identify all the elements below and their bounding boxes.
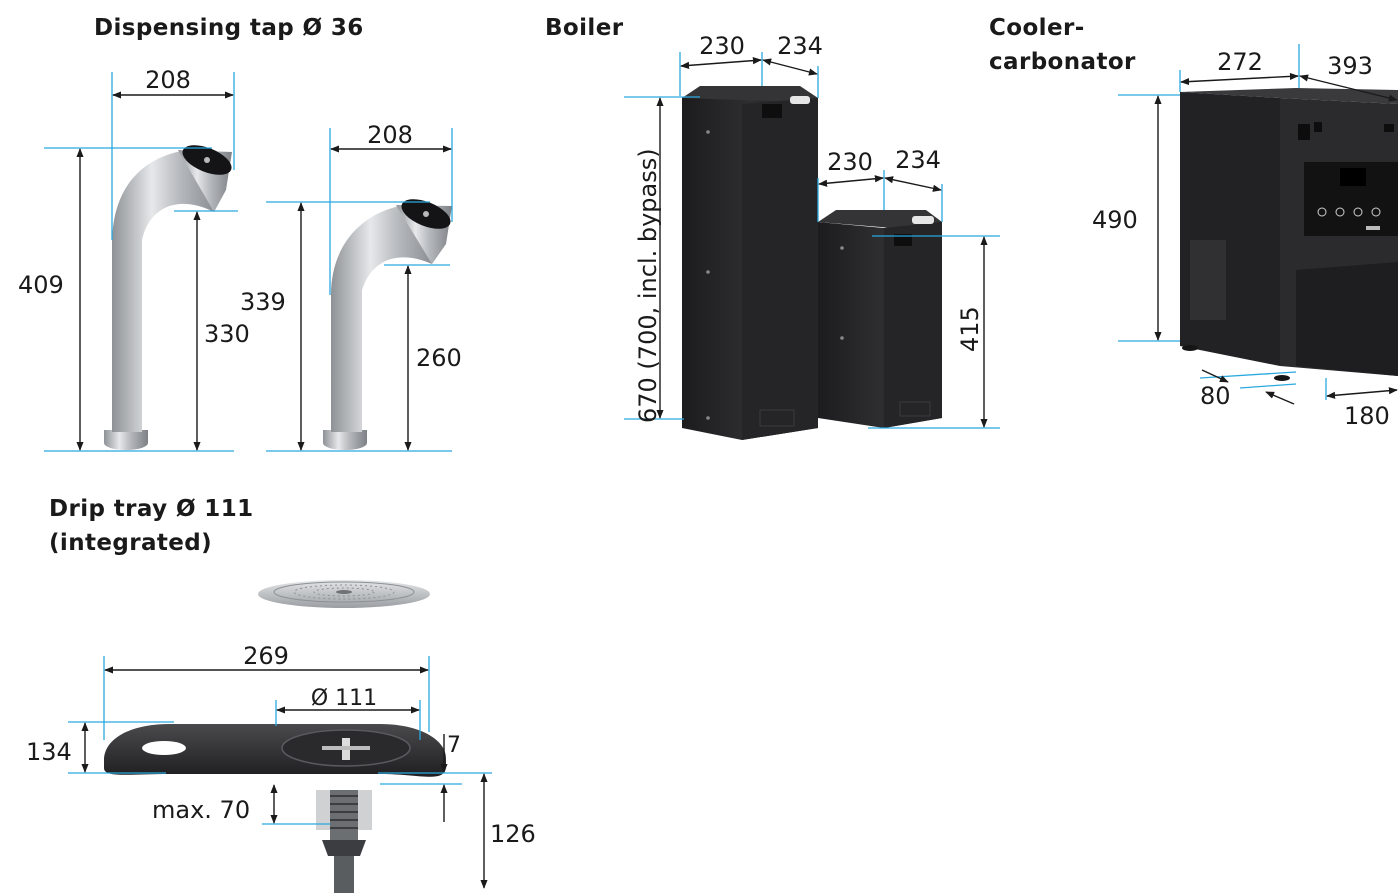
drip-tray-illustration [104, 724, 446, 893]
heading-dispensing-tap: Dispensing tap Ø 36 [94, 15, 364, 41]
heading-boiler: Boiler [545, 15, 624, 41]
dim-cooler-foot-spacing: 180 [1344, 402, 1390, 430]
dim-boiler-small-height: 415 [956, 306, 984, 352]
tap-short-illustration [323, 199, 452, 450]
tap-short-dimensions: 208 339 260 [240, 121, 462, 452]
dim-cooler-height: 490 [1092, 206, 1138, 234]
dim-cooler-width: 272 [1217, 48, 1263, 76]
dim-drip-tray-width: 134 [26, 738, 72, 766]
dim-boiler-tall-height: 670 (700, incl. bypass) [634, 148, 662, 423]
heading-drip-tray-line2: (integrated) [49, 530, 213, 556]
boiler-tall-illustration [682, 86, 818, 440]
dim-cooler-foot-offset: 80 [1200, 382, 1231, 410]
cooler-illustration [1180, 88, 1398, 381]
cooler-dimensions: 272 393 490 80 180 [1092, 44, 1398, 430]
boiler-small-illustration [818, 210, 942, 428]
heading-cooler-line1: Cooler- [989, 15, 1085, 41]
boiler-small-dimensions: 230 234 415 [817, 146, 1000, 429]
drip-tray-dimensions: 269 Ø 111 134 7 max. 70 126 [26, 642, 536, 889]
dim-drip-tray-max-thread: max. 70 [152, 796, 250, 824]
heading-cooler-line2: carbonator [989, 49, 1136, 75]
dim-boiler-tall-depth: 234 [777, 32, 823, 60]
dim-drip-tray-total-below: 126 [490, 820, 536, 848]
heading-drip-tray-line1: Drip tray Ø 111 [49, 496, 254, 522]
dim-boiler-tall-width: 230 [699, 32, 745, 60]
dim-tap-short-width: 208 [367, 121, 413, 149]
dim-boiler-small-depth: 234 [895, 146, 941, 174]
dim-drip-tray-diameter: Ø 111 [311, 686, 377, 711]
dim-tap-short-height: 339 [240, 288, 286, 316]
tap-tall-illustration [104, 145, 232, 450]
dim-tap-tall-width: 208 [145, 66, 191, 94]
tap-tall-dimensions: 208 409 330 [18, 66, 250, 452]
dim-drip-tray-length: 269 [243, 642, 289, 670]
dim-drip-tray-thickness: 7 [447, 733, 461, 758]
dim-tap-tall-outlet: 330 [204, 320, 250, 348]
drip-grate-illustration [258, 580, 430, 608]
dim-boiler-small-width: 230 [827, 148, 873, 176]
dim-cooler-depth: 393 [1327, 52, 1373, 80]
dim-tap-short-outlet: 260 [416, 344, 462, 372]
boiler-tall-dimensions: 230 234 670 (700, incl. bypass) [624, 32, 823, 423]
dim-tap-tall-height: 409 [18, 271, 64, 299]
